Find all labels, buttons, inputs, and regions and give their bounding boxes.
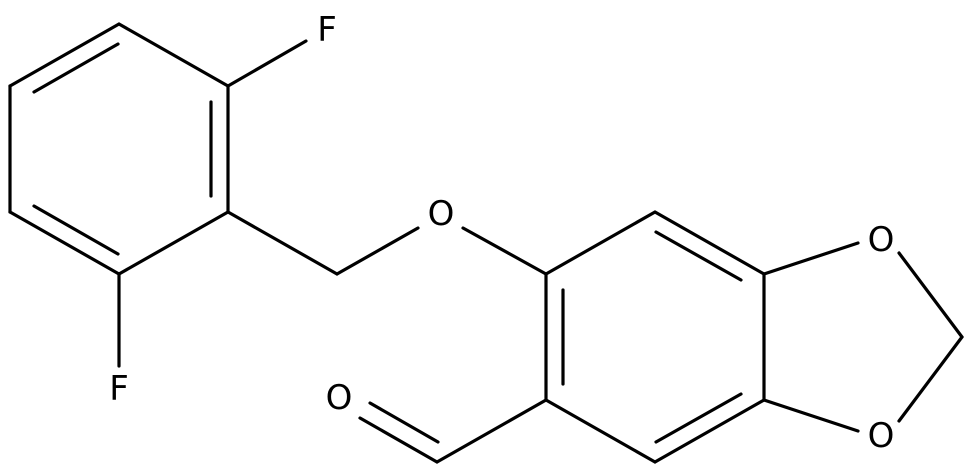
bond bbox=[461, 226, 548, 276]
bond bbox=[8, 210, 121, 276]
bond bbox=[8, 22, 121, 88]
bond bbox=[544, 210, 657, 276]
dioxole-oxygen-bottom-label: O bbox=[868, 416, 895, 456]
ether-oxygen-label: O bbox=[428, 194, 455, 234]
bond bbox=[435, 398, 548, 464]
dioxole-oxygen-top-label: O bbox=[868, 220, 895, 260]
benzodioxole-ring bbox=[544, 210, 766, 464]
bond bbox=[897, 335, 964, 423]
bond bbox=[226, 210, 339, 276]
fluorine-top-label: F bbox=[317, 10, 337, 50]
bond bbox=[653, 398, 766, 464]
difluorophenyl-ring bbox=[8, 22, 230, 276]
double-bond-inner bbox=[654, 392, 743, 444]
carbonyl-oxygen-label: O bbox=[326, 378, 353, 418]
bond bbox=[117, 210, 230, 276]
bond bbox=[544, 398, 657, 464]
bond bbox=[226, 39, 308, 88]
bond bbox=[897, 251, 964, 339]
bond bbox=[653, 210, 766, 276]
fluorine-bottom-label: F bbox=[109, 369, 129, 409]
bond bbox=[762, 398, 860, 433]
bond bbox=[358, 416, 439, 464]
double-bond-inner bbox=[32, 42, 120, 94]
bond bbox=[762, 241, 860, 276]
bond bbox=[117, 22, 230, 88]
bond bbox=[335, 226, 420, 276]
double-bond-inner bbox=[32, 204, 120, 256]
double-bond-inner bbox=[654, 230, 743, 282]
double-bond-inner bbox=[368, 401, 440, 444]
